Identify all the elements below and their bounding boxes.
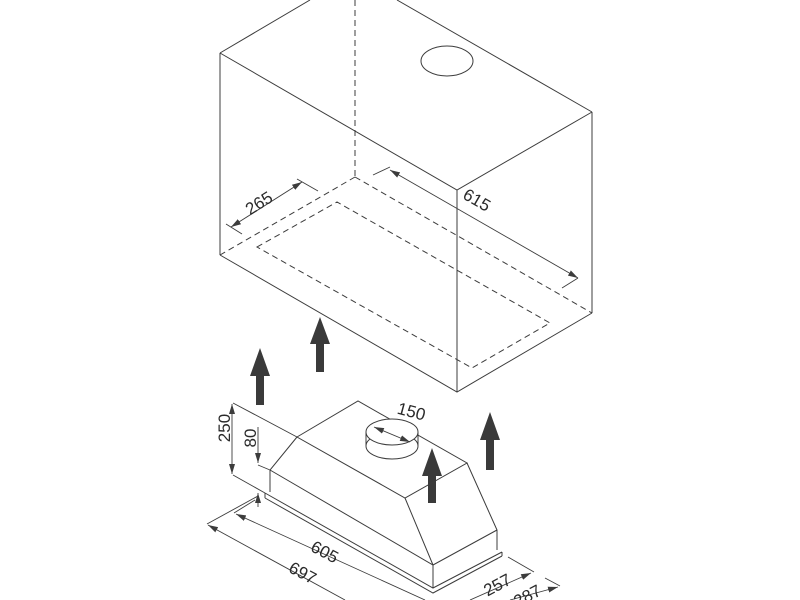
dimension-605: 605 [233, 499, 426, 600]
dim-label-257: 257 [480, 570, 514, 600]
dimension-265: 265 [225, 178, 319, 235]
cabinet-box [219, 0, 593, 393]
dim-label-80: 80 [241, 429, 260, 448]
up-arrow-icon [250, 348, 270, 405]
cutout-outline [255, 201, 552, 369]
dimension-250: 250 [215, 402, 298, 494]
dimension-287: 287 [509, 581, 559, 600]
dim-label-265: 265 [242, 188, 276, 219]
duct-collar [365, 418, 419, 446]
dim-label-605: 605 [308, 537, 342, 567]
dimension-80: 80 [241, 427, 271, 507]
dim-label-250: 250 [215, 414, 234, 442]
dim-label-615: 615 [460, 185, 494, 216]
up-arrow-icon [422, 448, 442, 503]
duct-hole [420, 45, 474, 77]
dim-label-287: 287 [510, 581, 544, 600]
dimension-615: 615 [372, 166, 579, 289]
up-arrow-icon [310, 317, 330, 372]
up-arrow-icon [480, 412, 500, 470]
